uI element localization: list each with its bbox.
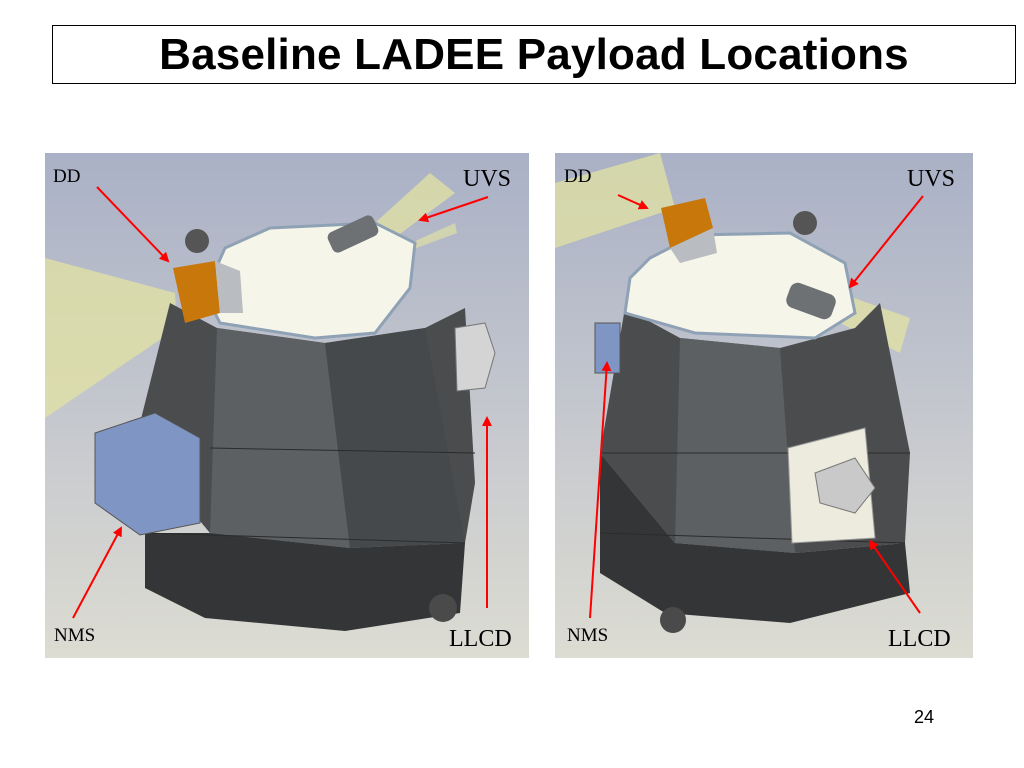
- label-llcd: LLCD: [449, 626, 512, 652]
- body-face-right: [325, 328, 465, 548]
- spacecraft-view-left: DD UVS NMS LLCD: [45, 153, 529, 658]
- dd-fov-cone: [555, 153, 675, 248]
- arrow-dd: [96, 186, 170, 263]
- slide-title: Baseline LADEE Payload Locations: [159, 29, 909, 79]
- body-face-front: [210, 328, 350, 548]
- uvs-telescope: [786, 282, 836, 320]
- body-lower: [145, 533, 465, 631]
- arrow-uvs: [848, 195, 924, 289]
- label-uvs: UVS: [907, 166, 956, 192]
- nms-instrument: [94, 412, 201, 536]
- page-number: 24: [914, 707, 935, 727]
- label-llcd: LLCD: [888, 626, 951, 652]
- spacecraft-render-right: [555, 153, 973, 658]
- uvs-telescope: [327, 215, 379, 253]
- llcd-module: [814, 457, 876, 514]
- dd-fov-cone: [45, 258, 177, 418]
- dd-instrument: [661, 198, 713, 248]
- star-tracker-dome: [185, 229, 209, 253]
- bottom-dome: [429, 594, 457, 622]
- body-face-front: [675, 338, 795, 553]
- llcd-module: [454, 322, 496, 392]
- dd-instrument: [173, 261, 220, 323]
- spacecraft-view-right: DD UVS NMS LLCD: [555, 153, 973, 658]
- body-lower: [600, 453, 910, 623]
- label-nms: NMS: [54, 625, 96, 646]
- label-nms: NMS: [567, 625, 609, 646]
- arrow-llcd: [868, 539, 921, 614]
- uvs-fov-beam: [375, 173, 455, 245]
- label-dd: DD: [564, 166, 592, 187]
- arrow-nms: [589, 361, 612, 619]
- star-tracker-dome: [793, 211, 817, 235]
- label-dd: DD: [53, 166, 81, 187]
- arrow-dd: [617, 194, 649, 210]
- title-box: Baseline LADEE Payload Locations: [52, 25, 1016, 84]
- bottom-dome: [660, 607, 686, 633]
- arrow-uvs: [418, 196, 489, 223]
- spacecraft-render-left: [45, 153, 529, 658]
- label-uvs: UVS: [463, 166, 512, 192]
- arrow-nms: [72, 526, 122, 619]
